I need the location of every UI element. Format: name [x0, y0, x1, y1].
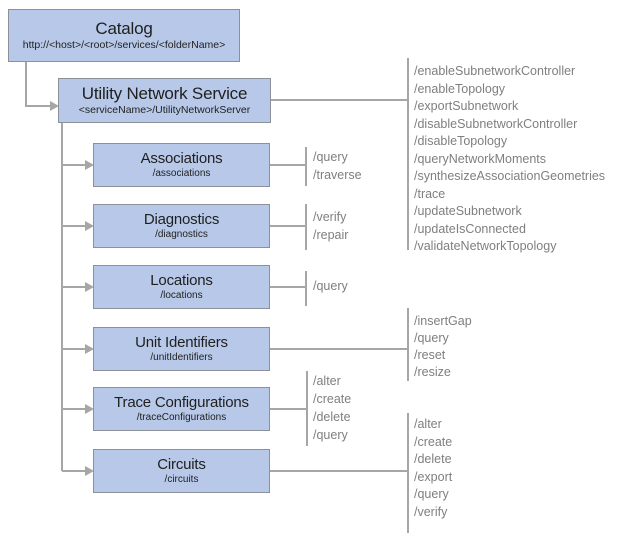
- operation-label: /reset: [414, 348, 446, 362]
- operation-label: /verify: [414, 504, 448, 519]
- operation-label: /validateNetworkTopology: [414, 239, 557, 253]
- arrow-right-icon: [85, 344, 94, 354]
- operations-list-utility-network-service: /enableSubnetworkController/enableTopolo…: [414, 63, 605, 256]
- operation-label: /export: [414, 469, 453, 484]
- operation-label: /create: [414, 434, 453, 449]
- operations-list-locations: /query: [313, 278, 348, 296]
- node-url: /unitIdentifiers: [150, 351, 213, 363]
- operation-label: /verify: [313, 210, 347, 224]
- node-title: Associations: [140, 150, 223, 168]
- operation-label: /synthesizeAssociationGeometries: [414, 169, 606, 183]
- node-circuits: Circuits /circuits: [93, 449, 270, 493]
- node-url: /circuits: [164, 473, 199, 485]
- operation-label: /create: [313, 392, 352, 406]
- operations-list-associations: /query/traverse: [313, 149, 362, 184]
- node-url: /associations: [152, 167, 211, 179]
- operation-label: /queryNetworkMoments: [414, 151, 546, 166]
- ops-connector-trace-configurations: [270, 371, 308, 446]
- operation-label: /disableSubnetworkController: [414, 116, 578, 131]
- node-url: /diagnostics: [155, 228, 208, 240]
- branch-to-associations: [62, 160, 94, 170]
- arrow-right-icon: [85, 466, 94, 476]
- operation-label: /resize: [414, 365, 451, 379]
- operation-label: /delete: [313, 410, 351, 424]
- operation-label: /query: [313, 279, 348, 293]
- node-catalog: Catalog http://<host>/<root>/services/<f…: [8, 9, 240, 62]
- operation-label: /enableSubnetworkController: [414, 64, 576, 78]
- branch-to-diagnostics: [62, 221, 94, 231]
- operation-label: /query: [414, 487, 449, 502]
- ops-connector-associations: [270, 147, 307, 186]
- node-utility-network-service: Utility Network Service <serviceName>/Ut…: [58, 78, 271, 123]
- ops-connector-service: [270, 58, 409, 250]
- operation-label: /traverse: [313, 167, 362, 182]
- arrow-right-icon: [50, 101, 59, 111]
- branch-to-unit-identifiers: [62, 344, 94, 354]
- operation-label: /disableTopology: [414, 134, 508, 148]
- node-title: Unit Identifiers: [135, 334, 228, 352]
- operation-label: /repair: [313, 227, 349, 242]
- ops-connector-locations: [270, 271, 307, 306]
- node-title: Circuits: [157, 456, 206, 474]
- ops-connector-unit-identifiers: [270, 308, 409, 381]
- node-title: Locations: [150, 272, 213, 290]
- branch-to-trace-configurations: [62, 404, 94, 414]
- ops-connector-diagnostics: [270, 204, 307, 250]
- node-title: Diagnostics: [143, 211, 220, 229]
- node-title: Utility Network Service: [81, 84, 248, 104]
- operations-list-circuits: /alter/create/delete/export/query/verify: [414, 416, 452, 522]
- node-diagnostics: Diagnostics /diagnostics: [93, 204, 270, 248]
- node-associations: Associations /associations: [93, 143, 270, 187]
- operations-list-trace-configurations: /alter/create/delete/query: [313, 372, 351, 444]
- node-url: /locations: [160, 289, 203, 301]
- node-trace-configurations: Trace Configurations /traceConfiguration…: [93, 387, 270, 431]
- operation-label: /query: [414, 331, 449, 345]
- node-url: <serviceName>/UtilityNetworkServer: [78, 103, 251, 116]
- arrow-right-icon: [85, 404, 94, 414]
- ops-connector-circuits: [270, 413, 409, 533]
- operations-list-unit-identifiers: /insertGap/query/reset/resize: [414, 313, 472, 381]
- operation-label: /query: [313, 428, 348, 442]
- operation-label: /insertGap: [414, 314, 472, 328]
- operation-label: /updateSubnetwork: [414, 204, 522, 218]
- arrow-right-icon: [85, 282, 94, 292]
- operation-label: /updateIsConnected: [414, 221, 526, 236]
- operation-label: /query: [313, 150, 348, 164]
- branch-to-circuits: [62, 466, 94, 476]
- node-locations: Locations /locations: [93, 265, 270, 309]
- operation-label: /exportSubnetwork: [414, 99, 519, 113]
- node-title: Catalog: [95, 19, 153, 39]
- operation-label: /trace: [414, 186, 446, 201]
- operation-label: /alter: [414, 417, 442, 431]
- operation-label: /enableTopology: [414, 81, 506, 96]
- operations-list-diagnostics: /verify/repair: [313, 209, 348, 244]
- arrow-right-icon: [85, 221, 94, 231]
- node-unit-identifiers: Unit Identifiers /unitIdentifiers: [93, 327, 270, 371]
- operation-label: /delete: [414, 452, 452, 467]
- operation-label: /alter: [313, 374, 341, 388]
- node-url: /traceConfigurations: [136, 411, 227, 423]
- arrow-right-icon: [85, 160, 94, 170]
- node-title: Trace Configurations: [114, 394, 249, 412]
- node-url: http://<host>/<root>/services/<folderNam…: [22, 38, 226, 51]
- branch-to-locations: [62, 282, 94, 292]
- connector-catalog-to-service: [25, 62, 59, 111]
